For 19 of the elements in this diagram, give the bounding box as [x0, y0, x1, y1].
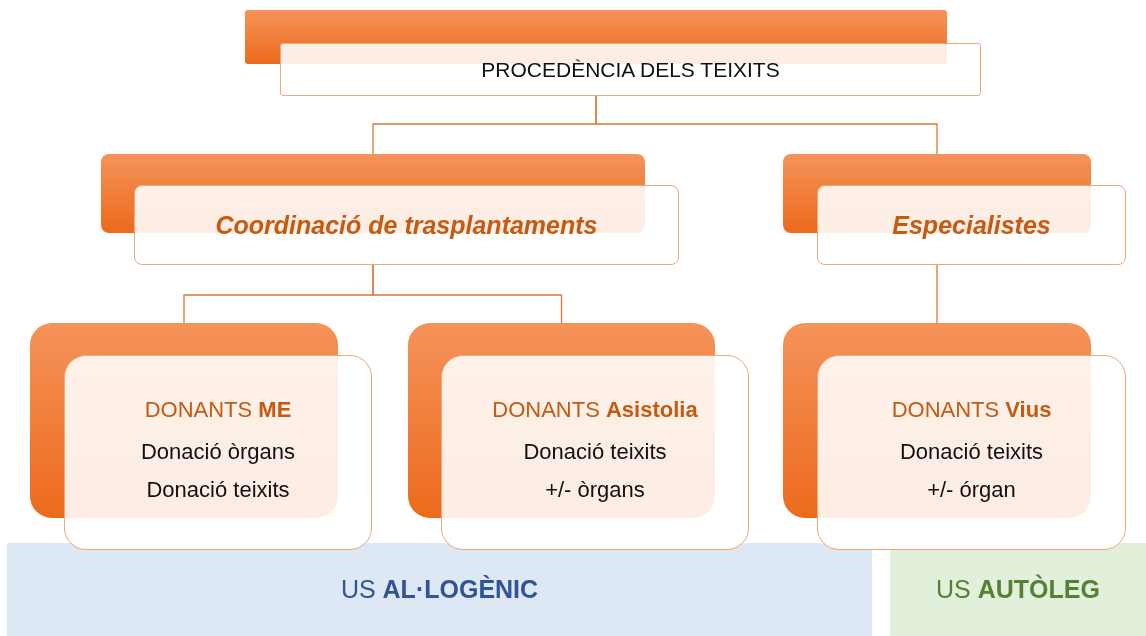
card-heading: DONANTS ME [144, 396, 292, 423]
band [7, 543, 872, 636]
band-label: US AUTÒLEG [936, 575, 1100, 604]
band [890, 543, 1146, 636]
card-text: Donació teixits [523, 438, 667, 465]
card-heading: DONANTS Asistolia [492, 396, 698, 423]
card-text: Donació teixits [146, 476, 290, 503]
connector-line [595, 95, 938, 155]
card-title: Coordinació de trasplantaments [215, 210, 598, 240]
card-text: Donació teixits [899, 438, 1044, 465]
card-title: PROCEDÈNCIA DELS TEIXITS [481, 57, 780, 82]
card-heading: DONANTS Vius [891, 396, 1052, 423]
card-text: +/- órgan [927, 476, 1016, 503]
band-label: US AL·LOGÈNIC [340, 575, 539, 604]
card-text: Donació òrgans [140, 438, 296, 465]
card-title: Especialistes [892, 210, 1051, 240]
connector-line [372, 264, 563, 324]
connector-line [936, 264, 938, 324]
card-text: +/- òrgans [545, 476, 645, 503]
